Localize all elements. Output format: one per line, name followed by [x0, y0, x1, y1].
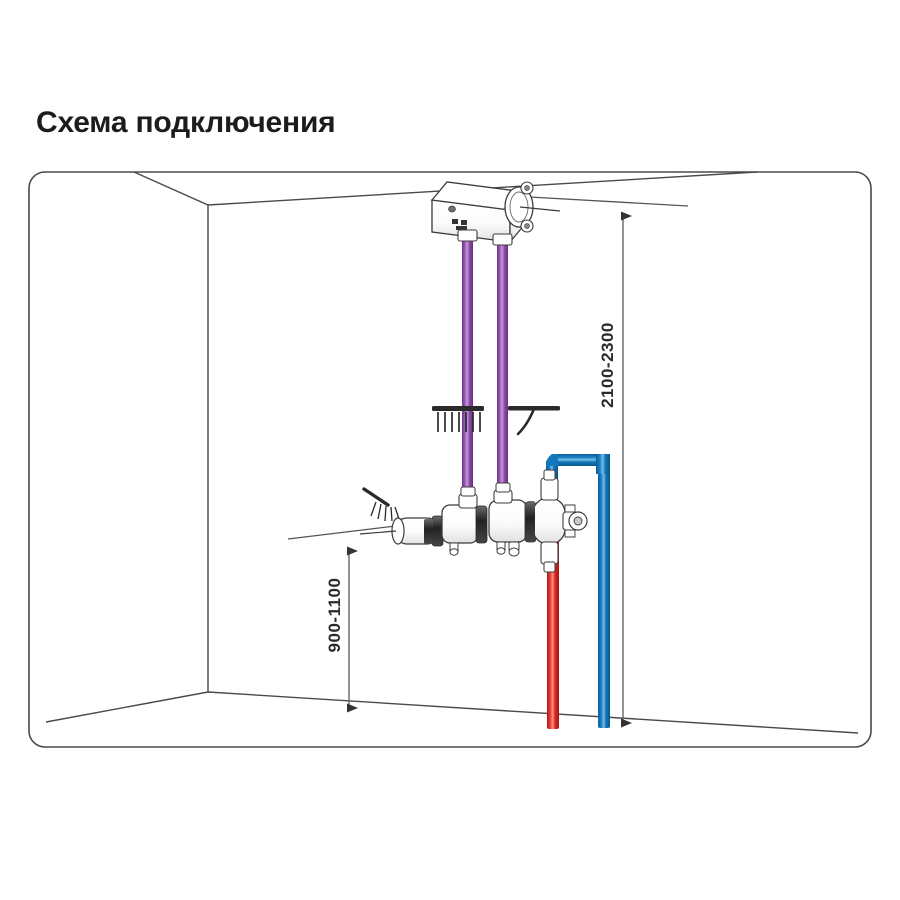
mixer-valve-1 [441, 486, 488, 556]
page-title: Схема подключения [36, 106, 336, 139]
room-frame [28, 171, 872, 748]
hot-pipe-vertical [547, 540, 559, 729]
dimension-ceiling-height: 2100-2300 [511, 195, 689, 728]
cold-pipe-bend-left [545, 454, 558, 466]
hot-water-pipe [547, 540, 559, 729]
ceiling-box [430, 181, 561, 246]
extension-line-mixer [287, 523, 413, 540]
ceiling-box-screw [448, 205, 456, 213]
shower-hose-right [497, 238, 508, 506]
cold-pipe-vertical [598, 470, 610, 728]
spray-icon [362, 487, 400, 522]
dimension-label-ceiling: 2100-2300 [598, 322, 617, 408]
cold-pipe-corner-fill [596, 454, 610, 474]
mixer-collars [424, 501, 535, 544]
hand-shower-bar-icon [508, 406, 560, 436]
ceiling-box-terminal [452, 219, 467, 230]
mixer-manifold [359, 469, 588, 573]
dimension-label-mixer: 900-1100 [325, 578, 344, 653]
room-outline [28, 171, 872, 748]
ceiling-box-socket-left [457, 229, 478, 242]
shower-hose-left [462, 238, 473, 506]
cold-pipe-horizontal [552, 454, 610, 466]
floor-edge [45, 691, 859, 734]
dimension-mixer-height: 900-1100 [287, 523, 413, 713]
ceiling-box-flange [504, 181, 561, 233]
shower-hoses [462, 238, 508, 506]
extension-line-top [511, 195, 689, 207]
rain-shower-head-icon [432, 406, 484, 432]
ceiling-box-socket-right [492, 233, 513, 246]
